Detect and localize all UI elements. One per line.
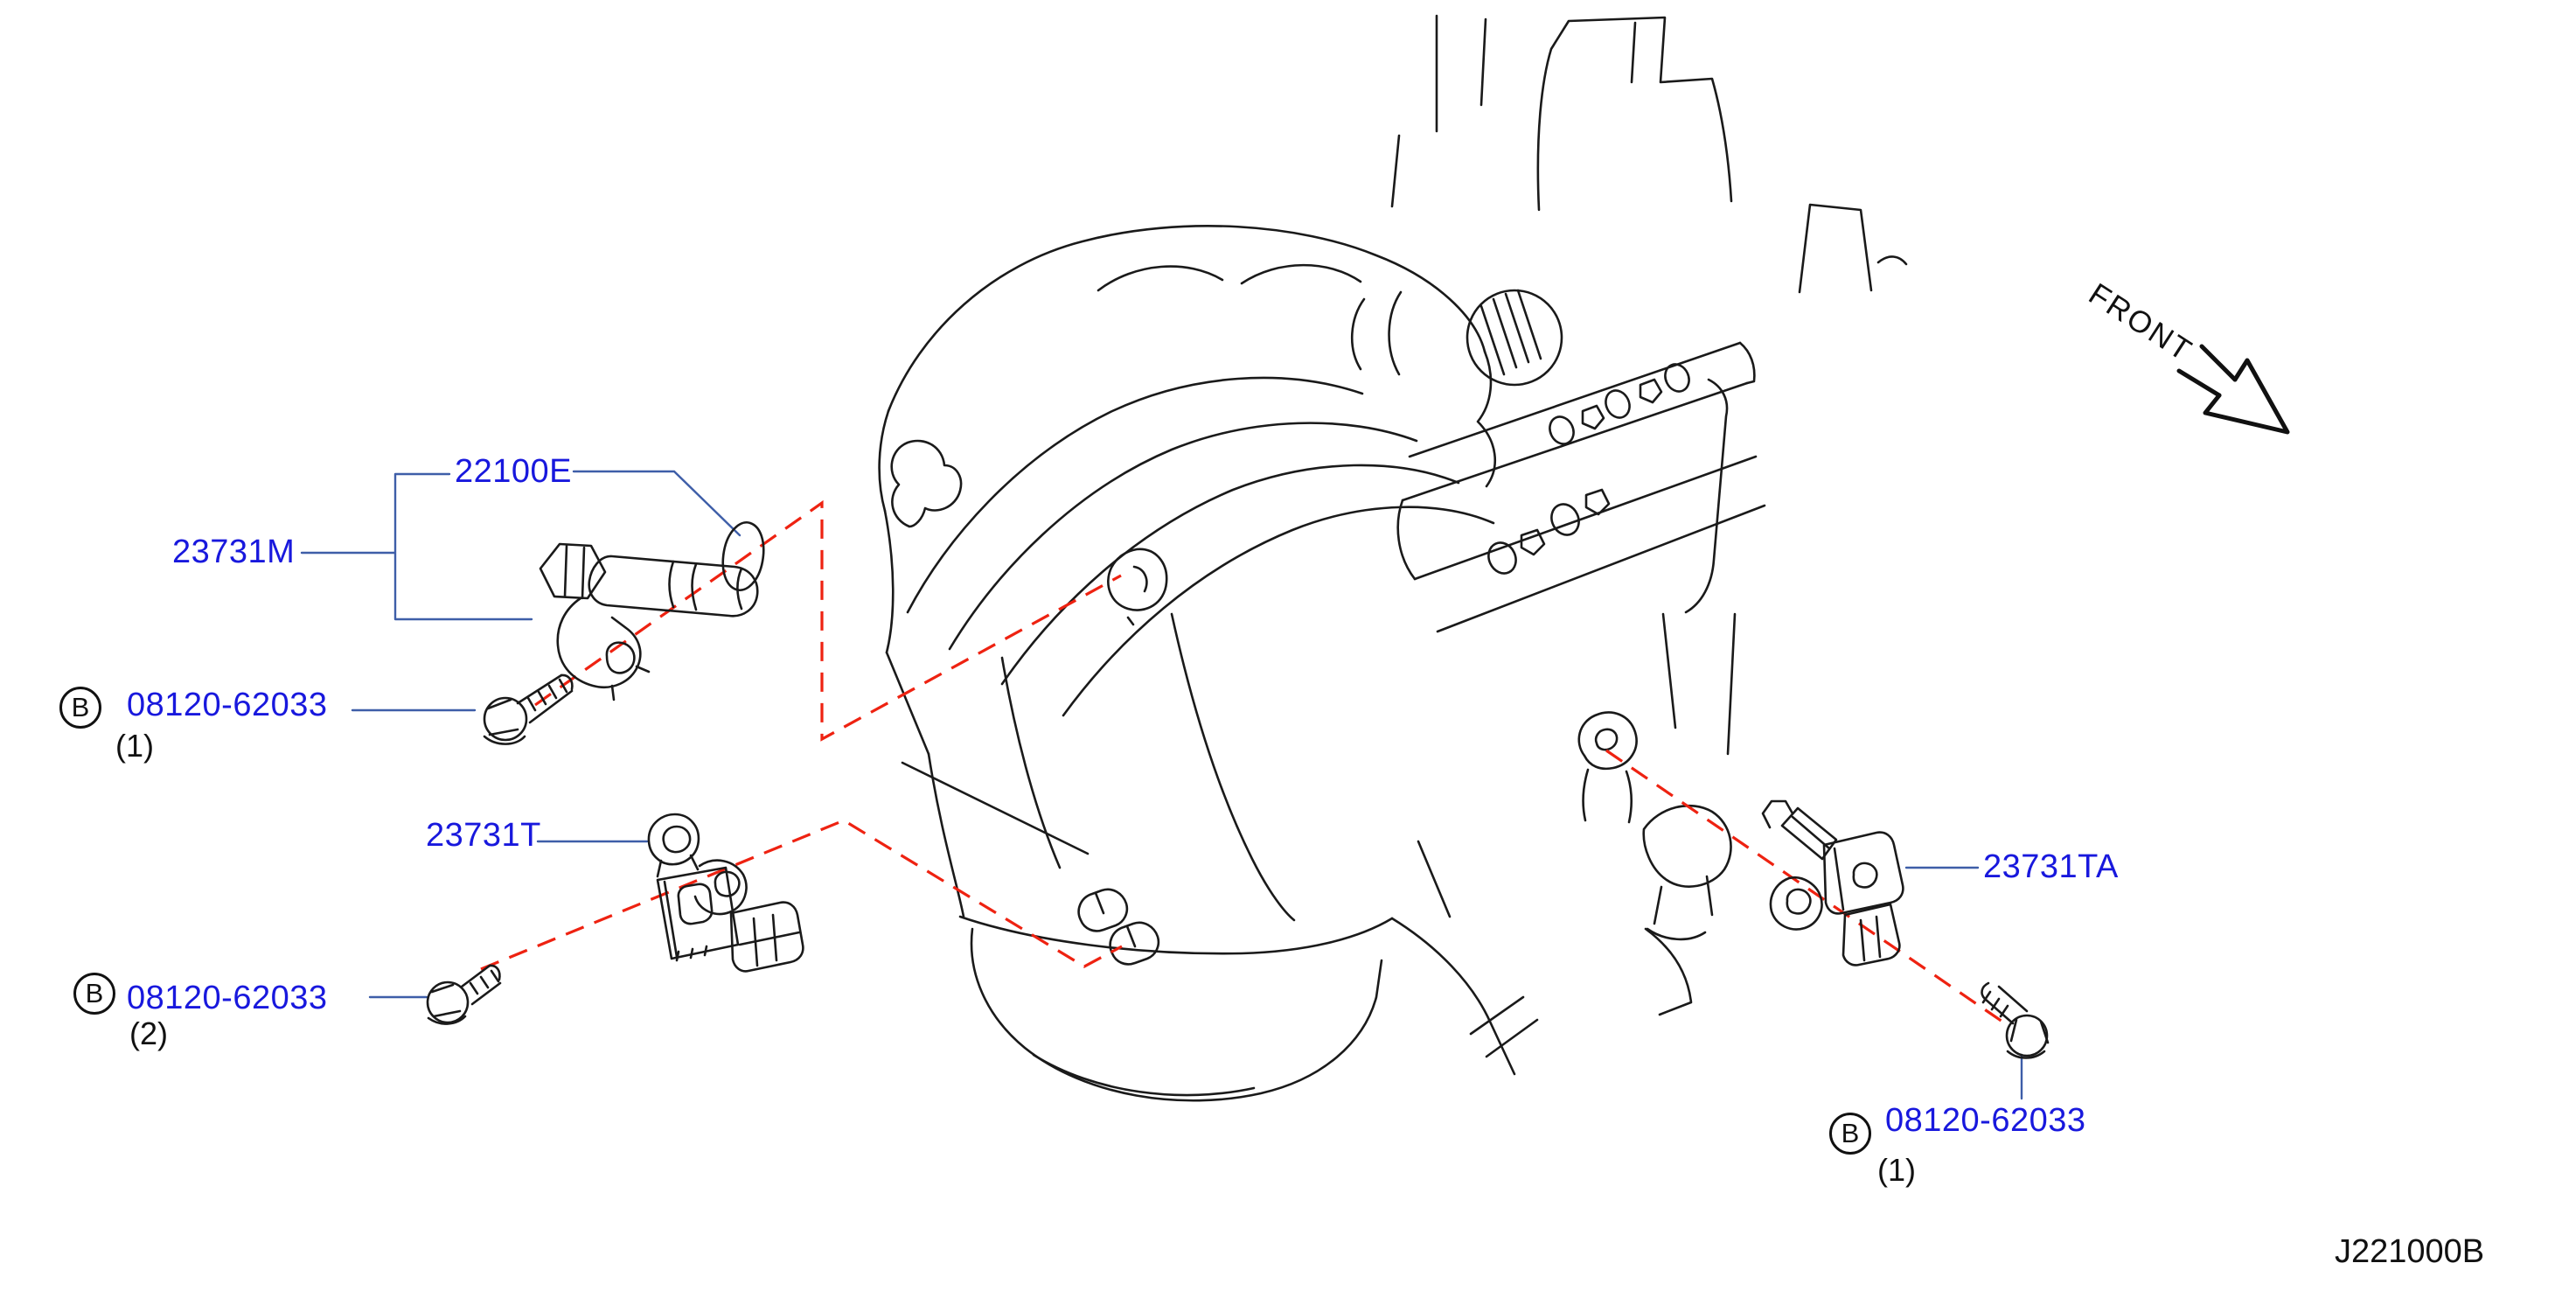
part-label-23731T[interactable]: 23731T [426, 817, 541, 854]
bolt-qty-badge-3: B [1829, 1113, 1871, 1155]
part-label-bolt-1[interactable]: 08120-62033 [127, 687, 328, 723]
part-label-22100E[interactable]: 22100E [455, 453, 573, 490]
diagram-code: J221000B [2335, 1233, 2485, 1270]
camshaft-sensor-rear-drawing [647, 813, 804, 973]
crankshaft-sensor-drawing [1761, 799, 1904, 967]
part-label-23731TA[interactable]: 23731TA [1983, 848, 2119, 885]
camshaft-sensor-left-drawing [539, 542, 759, 701]
bolt-drawing-1 [483, 673, 574, 745]
badge-letter: B [85, 978, 104, 1008]
bolt-qty-badge-1: B [59, 687, 101, 729]
leader-lines [300, 470, 2023, 1100]
badge-letter: B [71, 692, 90, 722]
bolt-qty-count-1: (1) [115, 728, 154, 764]
alignment-dashed-lines [480, 499, 2003, 1023]
part-label-bolt-3[interactable]: 08120-62033 [1885, 1102, 2086, 1139]
engine-drawing [878, 14, 1908, 1102]
bolt-qty-badge-2: B [73, 973, 115, 1015]
badge-letter: B [1841, 1118, 1860, 1148]
bolt-drawing-3 [1981, 981, 2050, 1059]
front-arrow-icon [2176, 344, 2290, 435]
part-label-23731M[interactable]: 23731M [172, 534, 296, 570]
bolt-drawing-2 [426, 964, 502, 1025]
part-label-bolt-2[interactable]: 08120-62033 [127, 980, 328, 1016]
bolt-qty-count-2: (2) [129, 1015, 168, 1051]
oring-seal-drawing [721, 521, 765, 591]
bolt-qty-count-3: (1) [1877, 1152, 1916, 1188]
